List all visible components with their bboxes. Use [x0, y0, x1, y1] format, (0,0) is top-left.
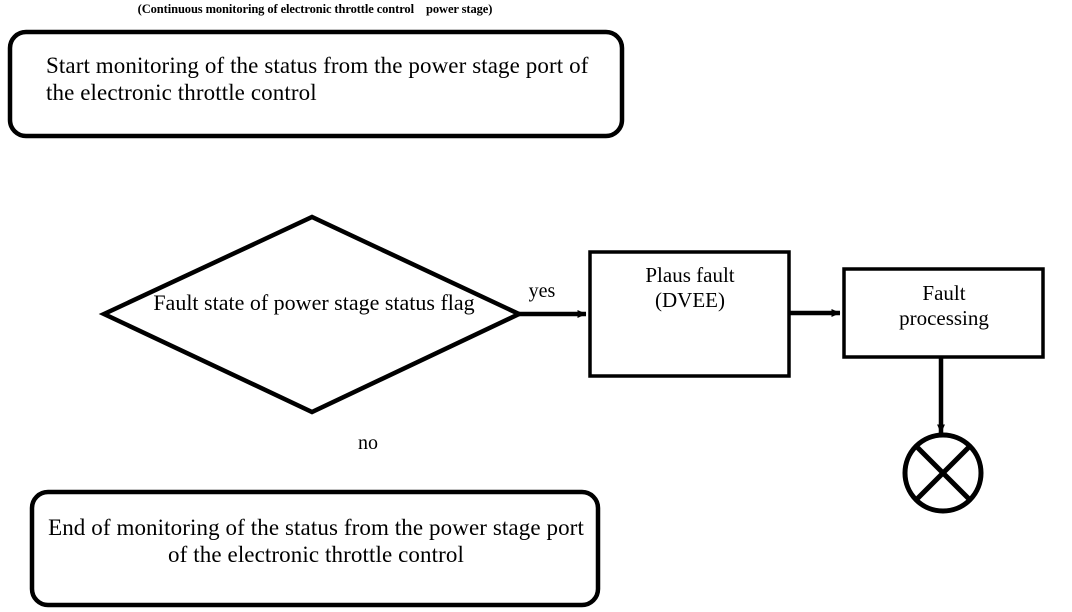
start-node[interactable]: [8, 30, 624, 138]
diagram-caption: (Continuous monitoring of electronic thr…: [137, 2, 493, 16]
edge-label-yes: yes: [528, 280, 556, 302]
decision-node-label: Fault state of power stage status flag: [153, 290, 475, 315]
fault-processing-node-label: Fault processing: [899, 281, 989, 330]
connector-node[interactable]: [905, 435, 983, 513]
edge-label-no: no: [358, 432, 378, 454]
end-node[interactable]: [30, 490, 600, 607]
end-node-label: End of monitoring of the status from the…: [48, 515, 590, 568]
decision-node[interactable]: [104, 216, 520, 414]
fault-processing-node[interactable]: [842, 267, 1045, 359]
start-node-label: Start monitoring of the status from the …: [46, 53, 595, 106]
plaus-fault-node[interactable]: [588, 250, 791, 378]
plaus-fault-node-label: Plaus fault (DVEE): [645, 263, 735, 312]
